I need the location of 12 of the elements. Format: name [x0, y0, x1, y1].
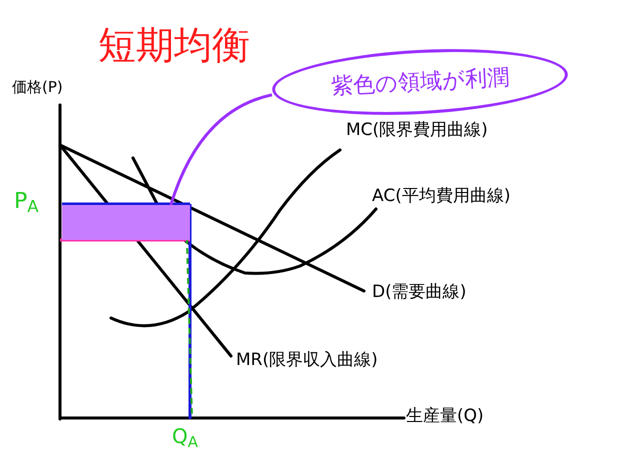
curve-label: MC(限界費用曲線) — [346, 120, 488, 142]
axis-label: P$_{A}$ — [14, 188, 39, 216]
leader-line — [169, 93, 272, 206]
callout-text: 紫色の領域が利潤 — [330, 64, 510, 102]
axis-label: 価格(P) — [12, 78, 63, 97]
curve-label: MR(限界収入曲線) — [236, 350, 378, 372]
axis-label: Q$_{A}$ — [172, 424, 198, 449]
curve-label: AC(平均費用曲線) — [372, 186, 510, 208]
profit-area — [62, 205, 190, 240]
axis-label: 生産量(Q) — [406, 406, 484, 428]
curve-label: D(需要曲線) — [372, 282, 466, 304]
title: 短期均衡 — [98, 26, 250, 64]
